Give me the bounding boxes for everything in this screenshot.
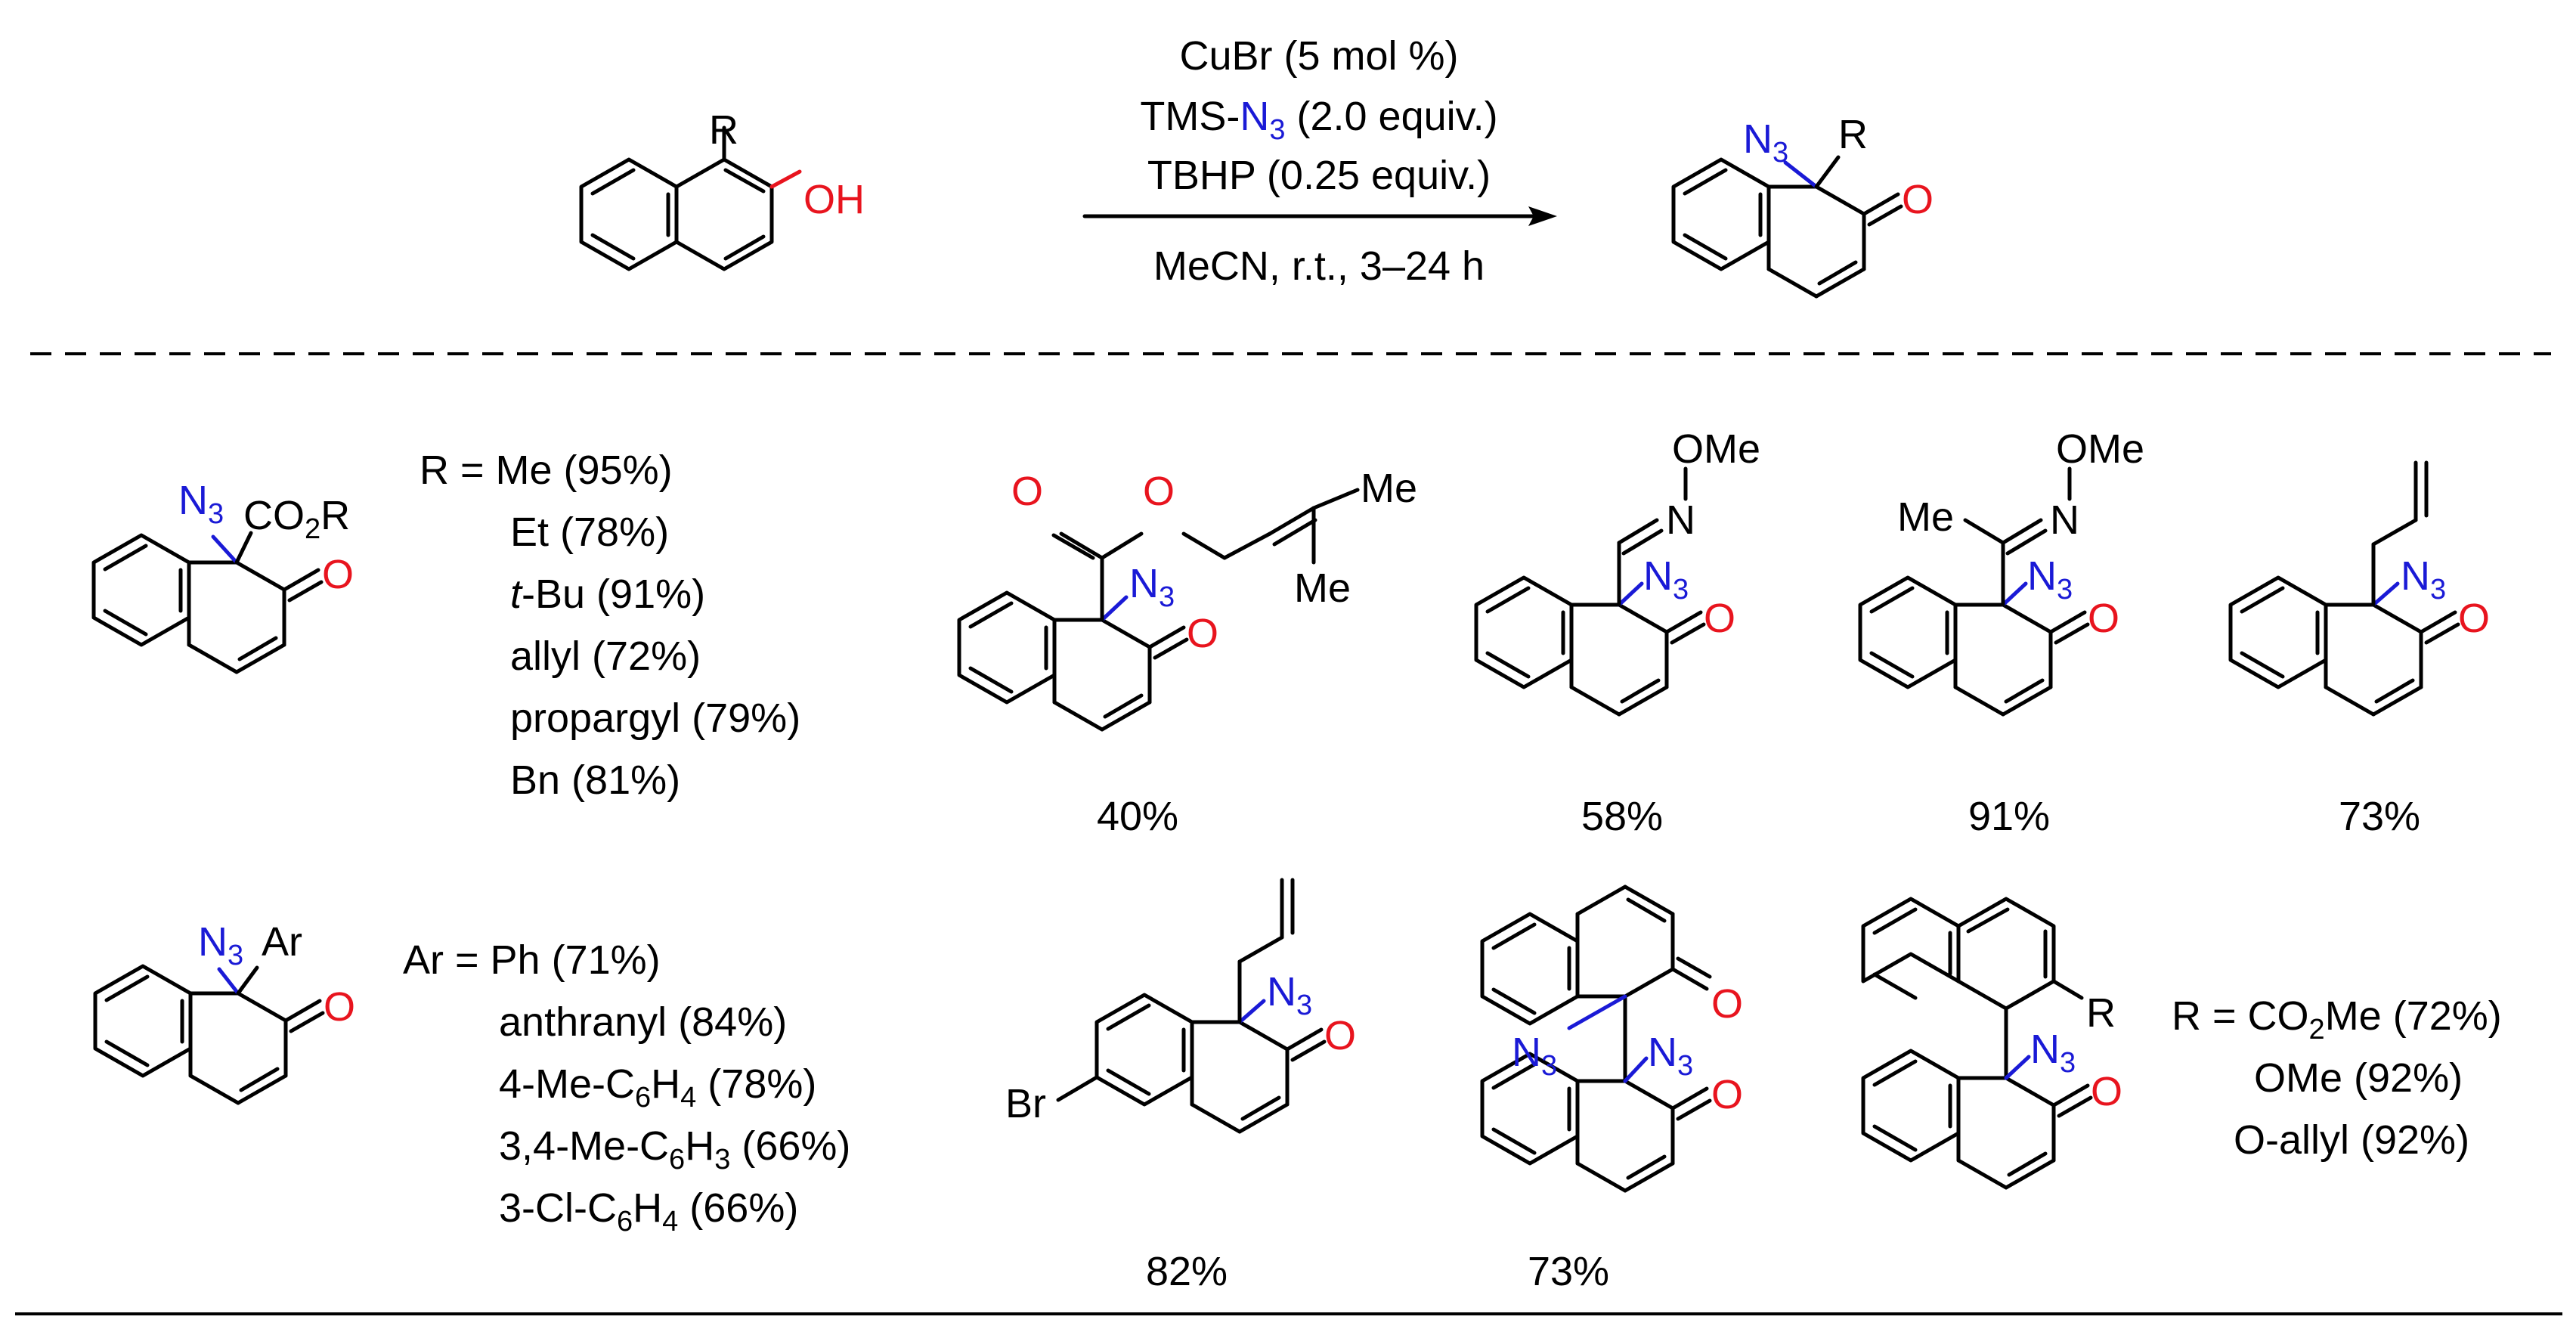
biaryl-line-ome: OMe (92%) <box>2254 1055 2463 1101</box>
allyl-product: N3 O <box>2231 460 2490 714</box>
sm-r-label: R <box>709 107 738 153</box>
aryl-n3: N3 <box>198 919 243 971</box>
prenyl-me-2: Me <box>1294 565 1351 611</box>
ester-series-list: R = Me (95%) Et (78%) t-Bu (91%) allyl (… <box>420 448 800 803</box>
reaction-arrow <box>1082 206 1557 226</box>
yield-prenyl: 40% <box>1097 794 1178 839</box>
biaryl-line-oallyl: O-allyl (92%) <box>2234 1117 2469 1163</box>
prenyl-me-1: Me <box>1361 466 1417 511</box>
yield-oxime-ketone: 91% <box>1968 794 2050 839</box>
ester-co2r: CO2R <box>243 493 350 545</box>
biaryl-line-co2me: R = CO2Me (72%) <box>2172 993 2502 1046</box>
yield-dimer: 73% <box>1528 1249 1609 1294</box>
oxa-n: N <box>1666 497 1695 543</box>
yield-bromo-allyl: 82% <box>1146 1249 1228 1294</box>
prenyl-ester-product: O O Me Me N3 O <box>959 466 1417 730</box>
bromo-allyl-product: Br N3 O <box>1005 878 1356 1132</box>
biaryl-o: O <box>2091 1069 2122 1114</box>
oxk-me: Me <box>1897 494 1954 540</box>
oxk-o: O <box>2088 596 2119 641</box>
oxa-n3: N3 <box>1643 553 1689 606</box>
oxime-ketone-product: Me N OMe N3 O <box>1860 426 2144 714</box>
oxk-n3: N3 <box>2027 553 2073 606</box>
bromo-n3: N3 <box>1267 969 1312 1021</box>
starting-material: R OH <box>579 107 865 271</box>
prenyl-o-carbonyl: O <box>1011 469 1043 514</box>
prod-n3: N3 <box>1743 116 1788 169</box>
reagent-tmsn3: TMS-N3 (2.0 equiv.) <box>1140 94 1497 146</box>
dimer-o-upper: O <box>1711 981 1743 1027</box>
ester-line-bn: Bn (81%) <box>510 757 680 803</box>
aryl-line-3cl: 3-Cl-C6H4 (66%) <box>499 1185 798 1238</box>
prenyl-o-ester: O <box>1143 469 1175 514</box>
dimer-n3-upper: N3 <box>1512 1030 1557 1082</box>
ester-line-allyl: allyl (72%) <box>510 634 701 679</box>
reagent-cubr: CuBr (5 mol %) <box>1179 33 1458 79</box>
biaryl-n3: N3 <box>2030 1027 2076 1079</box>
ester-line-tbu: t-Bu (91%) <box>510 572 705 617</box>
aryl-product: N3 Ar O <box>95 919 355 1103</box>
dimer-o-lower: O <box>1711 1072 1743 1117</box>
oxime-aldehyde-product: N OMe N3 O <box>1476 426 1760 714</box>
oxa-ome: OMe <box>1672 426 1760 472</box>
biaryl-series-list: R = CO2Me (72%) OMe (92%) O-allyl (92%) <box>2172 993 2502 1163</box>
sm-oh-label: OH <box>803 177 865 222</box>
oxk-n: N <box>2050 497 2079 543</box>
yield-oxime-aldehyde: 58% <box>1581 794 1663 839</box>
prod-o: O <box>1902 177 1934 222</box>
ester-n3: N3 <box>178 478 224 530</box>
product-general: N3 R O <box>1673 112 1934 296</box>
reagent-tbhp: TBHP (0.25 equiv.) <box>1147 153 1491 198</box>
aryl-line-anthranyl: anthranyl (84%) <box>499 999 787 1045</box>
aryl-ar: Ar <box>262 919 302 965</box>
ester-line-et: Et (78%) <box>510 510 669 555</box>
ester-line-me: R = Me (95%) <box>420 448 673 493</box>
yield-allyl: 73% <box>2339 794 2420 839</box>
aryl-o: O <box>324 984 355 1030</box>
aryl-line-34me: 3,4-Me-C6H3 (66%) <box>499 1123 850 1176</box>
ester-product: N3 CO2R O <box>94 478 354 672</box>
bromo-br: Br <box>1005 1081 1046 1126</box>
ester-line-propargyl: propargyl (79%) <box>510 695 800 741</box>
aryl-line-4me: 4-Me-C6H4 (78%) <box>499 1061 816 1114</box>
bromo-o: O <box>1324 1013 1356 1058</box>
allyl-o: O <box>2458 596 2490 641</box>
biaryl-product: R N3 O <box>1861 897 2122 1188</box>
dimer-product: N3 N3 O O <box>1482 887 1743 1191</box>
allyl-n3: N3 <box>2401 553 2446 606</box>
biaryl-r: R <box>2086 990 2116 1036</box>
aryl-series-list: Ar = Ph (71%) anthranyl (84%) 4-Me-C6H4 … <box>403 937 850 1238</box>
oxk-ome: OMe <box>2056 426 2144 472</box>
dimer-n3-lower: N3 <box>1648 1030 1693 1082</box>
oxa-o: O <box>1704 596 1735 641</box>
prenyl-n3: N3 <box>1129 561 1175 613</box>
reaction-conditions: MeCN, r.t., 3–24 h <box>1153 243 1485 289</box>
ester-o: O <box>322 552 354 597</box>
prenyl-o-ketone: O <box>1187 611 1218 656</box>
prod-r: R <box>1838 112 1868 157</box>
aryl-line-ph: Ar = Ph (71%) <box>403 937 661 983</box>
